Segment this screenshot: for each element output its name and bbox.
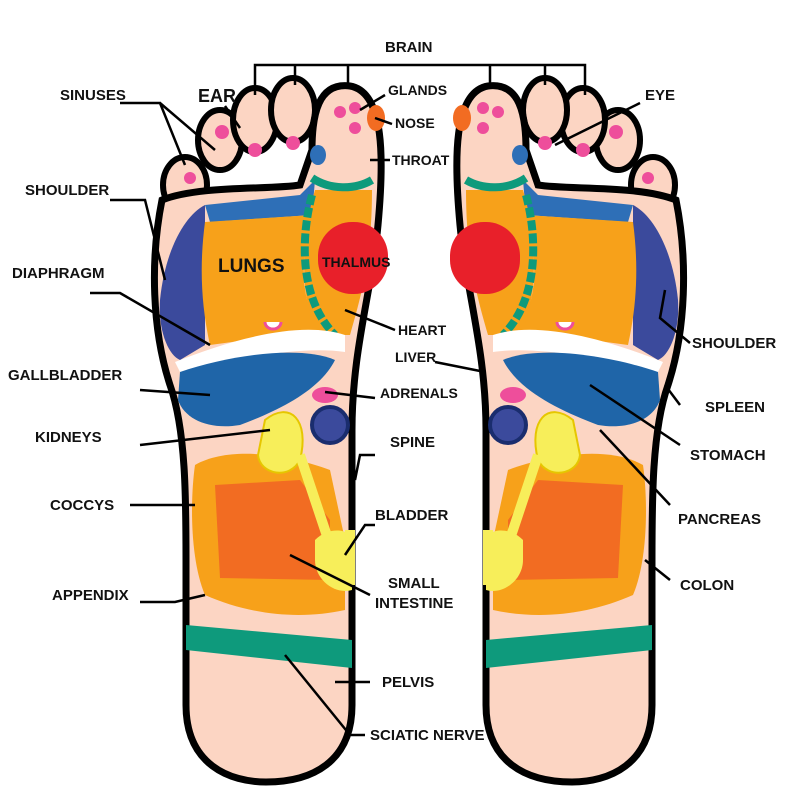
label-heart: HEART <box>398 322 447 338</box>
label-small: SMALL <box>388 575 440 592</box>
label-stomach: STOMACH <box>690 447 766 464</box>
label-eye: EYE <box>645 87 675 104</box>
label-appendix: APPENDIX <box>52 587 129 604</box>
label-lungs: LUNGS <box>218 256 285 277</box>
label-pelvis: PELVIS <box>382 674 434 691</box>
label-pancreas: PANCREAS <box>678 511 761 528</box>
label-bladder: BLADDER <box>375 507 448 524</box>
label-sinuses: SINUSES <box>60 87 126 104</box>
label-thalmus: THALMUS <box>322 254 390 270</box>
label-diaphragm: DIAPHRAGM <box>12 265 105 282</box>
label-glands: GLANDS <box>388 82 447 98</box>
label-colon: COLON <box>680 577 734 594</box>
left-foot <box>154 78 388 782</box>
label-spine: SPINE <box>390 434 435 451</box>
label-sciatic-nerve: SCIATIC NERVE <box>370 727 484 744</box>
label-throat: THROAT <box>392 152 450 168</box>
label-spleen: SPLEEN <box>705 399 765 416</box>
label-intestine: INTESTINE <box>375 595 453 612</box>
leader-lines <box>90 93 691 737</box>
label-liver: LIVER <box>395 349 436 365</box>
label-kidneys: KIDNEYS <box>35 429 102 446</box>
label-shoulder-right: SHOULDER <box>692 335 776 352</box>
label-ear: EAR <box>198 86 236 106</box>
label-adrenals: ADRENALS <box>380 385 458 401</box>
label-coccys: COCCYS <box>50 497 114 514</box>
label-shoulder-left: SHOULDER <box>25 182 109 199</box>
label-gallbladder: GALLBLADDER <box>8 367 122 384</box>
right-foot <box>450 78 684 782</box>
label-brain: BRAIN <box>385 39 433 56</box>
label-nose: NOSE <box>395 115 435 131</box>
brain-bracket <box>253 63 587 95</box>
